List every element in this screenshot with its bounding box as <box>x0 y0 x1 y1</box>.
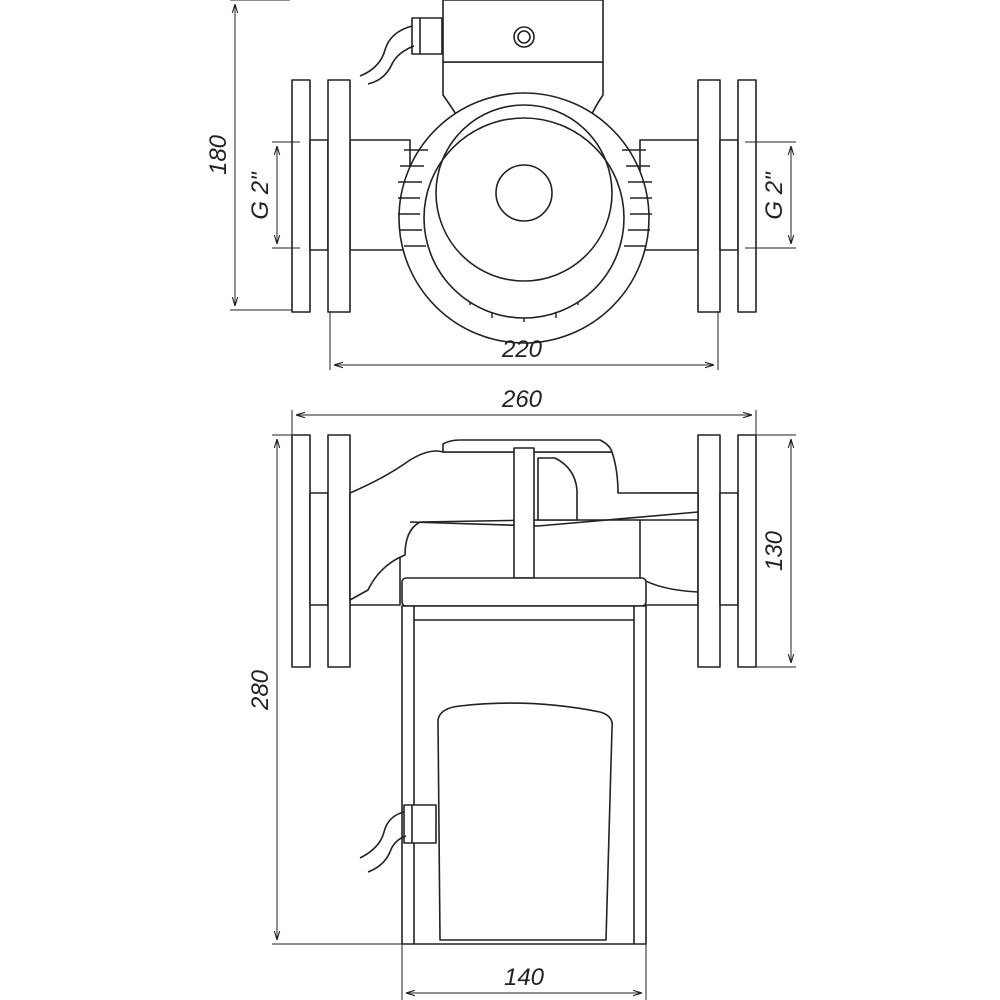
right-flange-hub <box>719 139 739 251</box>
motor-cap <box>401 577 647 607</box>
top-cable-gland <box>411 17 443 55</box>
side-cable-gland <box>403 804 437 844</box>
volute-stem <box>513 447 535 579</box>
front-right-outer-flange <box>737 434 757 668</box>
left-outer-flange <box>291 79 311 313</box>
right-inner-flange <box>697 79 721 313</box>
left-flange-hub <box>309 139 329 251</box>
dim-top-height: 180 <box>205 134 232 175</box>
front-left-flange-hub <box>309 492 329 606</box>
right-pipe <box>639 139 699 251</box>
left-inner-flange <box>327 79 351 313</box>
front-left-inner-flange <box>327 434 351 668</box>
dim-right-height: 130 <box>761 530 788 571</box>
top-view <box>230 0 796 370</box>
side-cable <box>359 811 405 859</box>
dim-overall-width: 260 <box>501 386 543 413</box>
front-view <box>272 410 796 1000</box>
dim-motor-width: 140 <box>504 964 545 991</box>
volute-inlet <box>537 457 578 521</box>
pump-shaft-cap <box>495 164 553 222</box>
dim-left-thread: G 2" <box>247 171 274 220</box>
front-right-flange-hub <box>719 492 739 606</box>
pump-shaft-ring <box>435 104 613 282</box>
motor-panel <box>437 702 614 941</box>
dim-top-flange-span: 220 <box>501 336 543 363</box>
volute-body <box>349 450 699 601</box>
front-right-inner-flange <box>697 434 721 668</box>
front-left-outer-flange <box>291 434 311 668</box>
volute-top-cover <box>442 439 613 453</box>
top-cable <box>359 25 413 77</box>
dim-right-thread: G 2" <box>761 171 788 220</box>
terminal-screw <box>513 26 535 48</box>
right-outer-flange <box>737 79 757 313</box>
terminal-screw-inner <box>517 30 531 44</box>
dim-left-height: 280 <box>247 669 274 711</box>
